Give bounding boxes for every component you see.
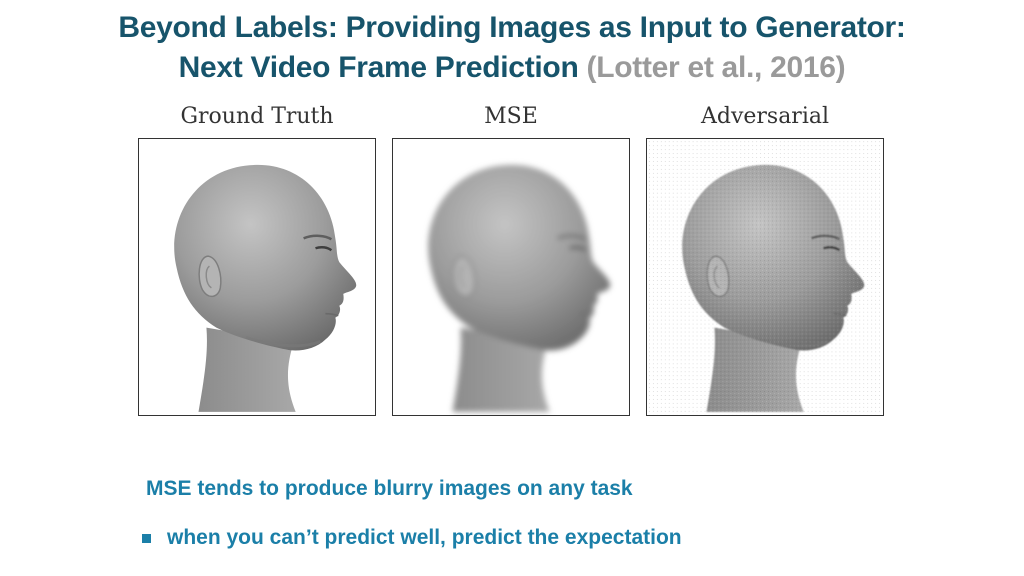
panel-label-mse: MSE [484, 104, 538, 129]
panel-label-ground-truth: Ground Truth [180, 104, 334, 129]
title-citation: (Lotter et al., 2016) [586, 51, 846, 84]
slide-title: Beyond Labels: Providing Images as Input… [0, 8, 1024, 88]
title-line-2: Next Video Frame Prediction (Lotter et a… [0, 48, 1024, 88]
image-mse [392, 138, 630, 416]
head-adversarial-icon [647, 139, 883, 415]
head-ground-truth-icon [172, 163, 358, 414]
title-main: Next Video Frame Prediction [178, 51, 579, 84]
title-line-1: Beyond Labels: Providing Images as Input… [118, 11, 906, 44]
head-mse-blurry-icon [426, 163, 612, 414]
square-bullet-icon [142, 534, 151, 543]
image-ground-truth [138, 138, 376, 416]
bullet-item: when you can’t predict well, predict the… [142, 526, 682, 550]
image-adversarial [646, 138, 884, 416]
caption-text: MSE tends to produce blurry images on an… [146, 477, 633, 500]
panel-label-adversarial: Adversarial [700, 104, 830, 129]
bullet-text: when you can’t predict well, predict the… [167, 526, 682, 549]
